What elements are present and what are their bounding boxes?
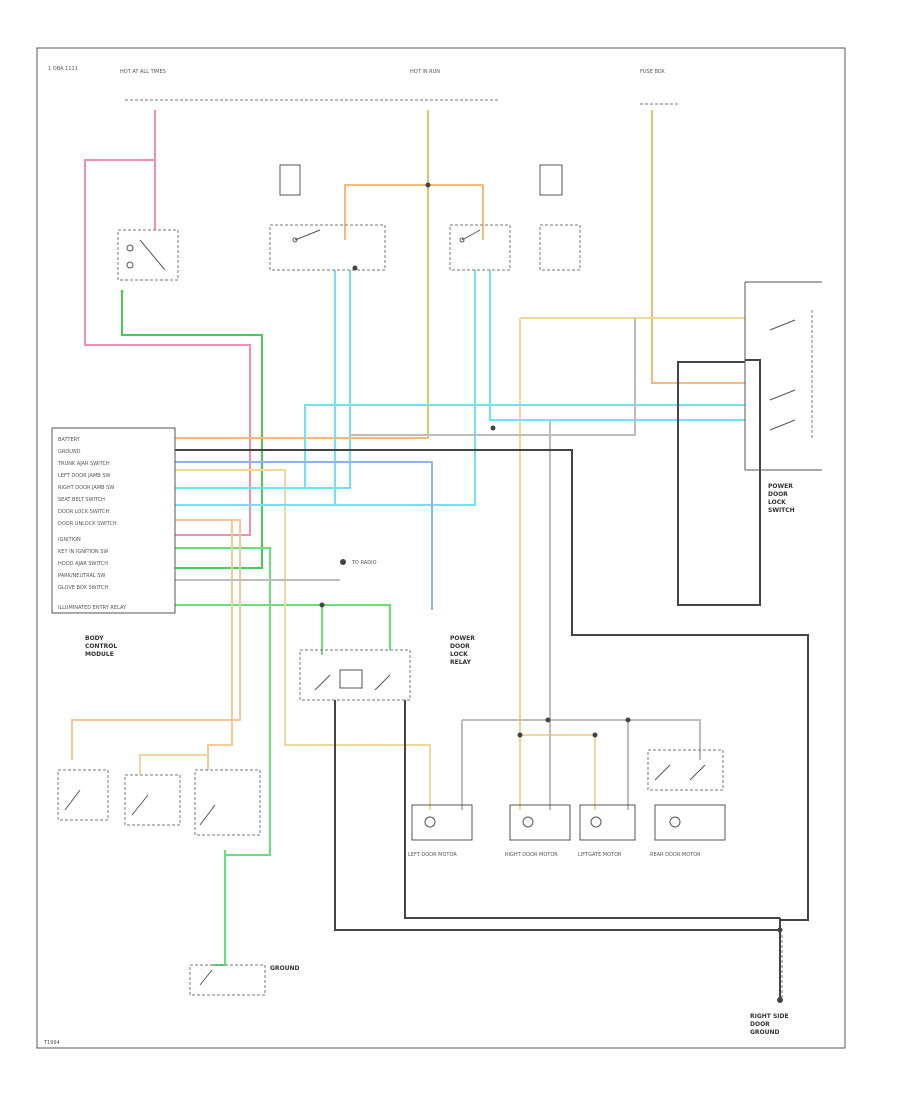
motor-label-3: LIFTGATE MOTOR (578, 852, 622, 858)
bcm-pin-8: IGNITION (58, 537, 81, 543)
ground-label-3: GROUND (750, 1029, 780, 1036)
wire-tan-5 (207, 520, 233, 770)
wire-green-2 (175, 547, 271, 856)
right-switch-label-4: SWITCH (768, 507, 795, 514)
wire-cyan-5 (489, 270, 745, 421)
motor-left-door (411, 804, 473, 841)
wire-dark-4 (404, 700, 780, 919)
wire-green-3 (175, 604, 391, 650)
wire-lightblue (175, 461, 433, 610)
door-switch-middle (124, 774, 181, 826)
door-switch-right (194, 769, 261, 836)
ground-label-2: DOOR (750, 1021, 770, 1028)
bcm-label-3: MODULE (85, 651, 114, 658)
right-switch-label-3: LOCK (768, 499, 786, 506)
wire-orange-bcm (175, 185, 429, 439)
bcm-label-1: BODY (85, 635, 104, 642)
to-radio-label: TO RADIO (351, 560, 377, 566)
center-label-1: POWER (450, 635, 475, 642)
wire-tan-7 (520, 734, 596, 810)
splice-dot (490, 425, 496, 431)
motor-label-4: REAR DOOR MOTOR (650, 852, 701, 858)
bcm-label-2: CONTROL (85, 643, 117, 650)
motor-right-door (509, 804, 571, 841)
wire-cyan-3 (304, 404, 745, 488)
motor-rear-door (654, 804, 726, 841)
splice-dot (592, 732, 598, 738)
wire-gray-5 (628, 719, 701, 760)
bottom-ground-switch (189, 964, 266, 996)
wire-gray-1 (350, 318, 636, 436)
wire-dark-2 (677, 359, 761, 606)
wire-orange-3 (428, 184, 484, 240)
splice-dot (319, 602, 325, 608)
right-switch-label-1: POWER (768, 483, 793, 490)
source-label-3: FUSE BOX (640, 69, 665, 75)
bcm-pin-9: KEY IN IGNITION SW (58, 549, 108, 555)
body-control-module: BATTERY GROUND TRUNK AJAR SWITCH LEFT DO… (51, 427, 176, 614)
splice-dot (777, 927, 783, 933)
splice-dot (352, 265, 358, 271)
bottom-ground-label: GROUND (270, 965, 300, 972)
radio-connector-icon (340, 559, 346, 565)
bcm-pin-7: DOOR UNLOCK SWITCH (58, 521, 117, 527)
wire-dark-1 (175, 449, 809, 921)
splice-dot (517, 732, 523, 738)
source-label-1: HOT AT ALL TIMES (120, 69, 166, 75)
wire-orange-2 (344, 110, 429, 240)
wire-tan-4 (71, 519, 241, 760)
splice-dot (425, 182, 431, 188)
motor-label-2: RIGHT DOOR MOTOR (505, 852, 558, 858)
switch-right-door-key (449, 224, 511, 271)
splice-dot (545, 717, 551, 723)
wire-orange (651, 110, 745, 384)
relay-upper-left (117, 229, 179, 281)
motor-label-1: LEFT DOOR MOTOR (408, 852, 457, 858)
door-switch-left (57, 769, 109, 821)
page-code: 1 OBA 1111 (48, 66, 78, 72)
center-label-3: LOCK (450, 651, 468, 658)
source-label-2: HOT IN RUN (410, 69, 440, 75)
power-door-lock-switch (744, 281, 822, 471)
wire-tan-6 (139, 754, 208, 775)
bcm-pin-4: RIGHT DOOR JAMB SW (58, 485, 114, 491)
center-label-2: DOOR (450, 643, 470, 650)
diagram-frame (36, 47, 846, 1049)
bcm-pin-5: SEAT BELT SWITCH (58, 497, 105, 503)
center-label-4: RELAY (450, 659, 472, 666)
wire-green-5 (212, 850, 226, 966)
bcm-pin-3: LEFT DOOR JAMB SW (58, 473, 110, 479)
switch-upper-right (539, 164, 581, 271)
center-lock-relay (299, 649, 411, 701)
figure-number: T1994 (43, 1040, 60, 1046)
bcm-pin-12: GLOVE BOX SWITCH (58, 585, 108, 591)
bcm-pin-10: HOOD AJAR SWITCH (58, 561, 108, 567)
wire-pink (84, 110, 251, 536)
switch-left-door-key (269, 164, 386, 271)
bcm-pin-1: GROUND (58, 449, 81, 455)
ground-label-1: RIGHT SIDE (750, 1013, 789, 1020)
wire-dark-3 (334, 700, 780, 931)
wire-tan-3 (175, 469, 431, 810)
right-switch-label-2: DOOR (768, 491, 788, 498)
wire-cyan-4 (335, 270, 476, 506)
bcm-pin-0: BATTERY (58, 437, 81, 443)
rear-door-relay (647, 749, 724, 791)
wire-gray-3 (462, 719, 629, 810)
wire-cyan-2 (175, 270, 351, 489)
bcm-pin-13: ILLUMINATED ENTRY RELAY (58, 605, 127, 611)
bcm-pin-2: TRUNK AJAR SWITCH (57, 461, 110, 467)
motor-liftgate (579, 804, 636, 841)
splice-dot (625, 717, 631, 723)
bcm-pin-6: DOOR LOCK SWITCH (58, 509, 110, 515)
ground-icon (777, 997, 783, 1003)
bcm-pin-11: PARK/NEUTRAL SW (58, 573, 105, 579)
